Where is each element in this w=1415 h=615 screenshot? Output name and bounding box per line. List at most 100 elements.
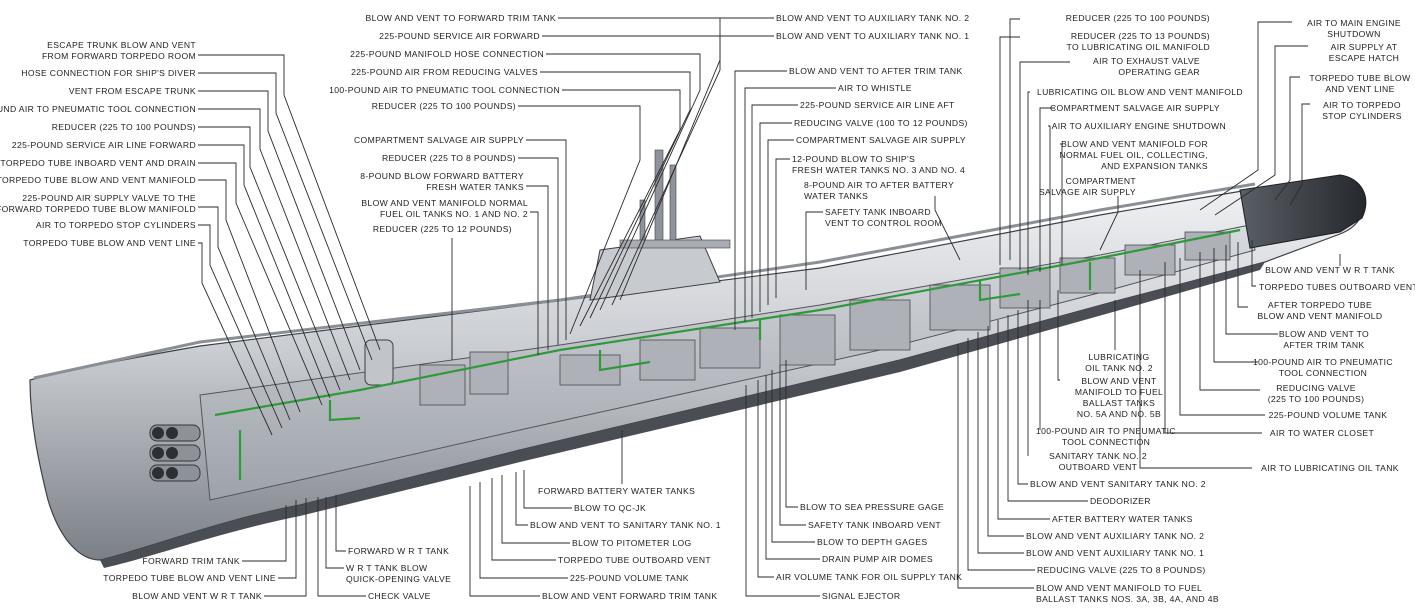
leader-line [934, 196, 961, 261]
leader-line [987, 326, 1024, 537]
leader-line [1007, 315, 1088, 502]
leader-line [759, 122, 792, 312]
callout-label: BLOW AND VENT TO SANITARY TANK NO. 1 [530, 520, 721, 530]
callout-label: SAFETY TANK INBOARD VENT [808, 520, 942, 530]
leader-line [967, 338, 1035, 571]
callout-label: TORPEDO TUBE BLOW AND VENT LINE [103, 573, 276, 583]
callout-label: 225-POUND AIR FROM REDUCING VALVES [351, 67, 538, 77]
leader-line [775, 158, 790, 298]
bow-torpedo-tubes [149, 424, 201, 482]
leader-line [757, 380, 774, 578]
callout-label: BLOW AND VENT FORWARD TRIM TANK [542, 591, 718, 601]
callout-label: TORPEDO TUBE BLOW AND VENT MANIFOLD [0, 175, 196, 185]
callout-label: AIR VOLUME TANK FOR OIL SUPPLY TANK [776, 572, 963, 582]
callout-label: BLOW TO SEA PRESSURE GAGE [800, 502, 945, 512]
leader-line [198, 54, 381, 351]
leader-line [518, 105, 641, 335]
leader-line [198, 126, 341, 391]
callout-label: 225-POUND VOLUME TANK [570, 573, 689, 583]
leader-line [542, 35, 721, 306]
leader-line [744, 87, 836, 322]
leader-line [198, 144, 331, 399]
leader-line [198, 72, 373, 361]
callout-label: TORPEDO TUBE OUTBOARD VENT [558, 555, 711, 565]
leader-line [1289, 103, 1310, 206]
leader-line [1099, 196, 1119, 251]
air-lines [214, 228, 1241, 480]
leader-line [1139, 270, 1252, 469]
leader-line [1225, 245, 1278, 335]
callout-label: DEODORIZER [1090, 496, 1151, 506]
leader-line [1213, 248, 1258, 363]
leader-line [1039, 107, 1055, 272]
callout-label: FORWARD TRIM TANK [142, 556, 240, 566]
callout-label: BLOW AND VENT TO AFTER TRIM TANK [789, 66, 963, 76]
leader-line [997, 320, 1050, 520]
leader-line [278, 500, 297, 579]
callout-label: REDUCER (225 TO 100 POUNDS) [51, 122, 196, 132]
leader-line [198, 242, 273, 436]
leader-line [479, 482, 568, 579]
leader-line [198, 179, 301, 413]
leader-line [501, 475, 570, 544]
leader-line [779, 365, 806, 526]
callout-label: BLOW AND VENT TO AUXILIARY TANK NO. 2 [776, 13, 970, 23]
callout-label: HOSE CONNECTION FOR SHIP'S DIVER [21, 68, 196, 78]
callout-label: 225-POUND SERVICE AIR FORWARD [379, 31, 540, 41]
callout-label: 100-POUND AIR TO PNEUMATIC TOOL CONNECTI… [0, 104, 196, 114]
callout-label: BLOW AND VENT W R T TANK [1265, 265, 1395, 275]
leader-line [1019, 61, 1070, 270]
leader-line [518, 157, 559, 345]
leader-line [562, 89, 681, 327]
leader-line [530, 211, 539, 355]
callout-label: COMPARTMENT SALVAGE AIR SUPPLY [353, 135, 524, 145]
leader-line [198, 90, 361, 371]
leader-line [1179, 258, 1265, 416]
callout-label: TORPEDO TUBE INBOARD VENT AND DRAIN [0, 158, 196, 168]
leader-line [523, 470, 572, 509]
callout-label: 225-POUND MANIFOLD HOSE CONNECTION [350, 49, 544, 59]
leader-line [734, 70, 787, 330]
callout-label: BLOW TO PITOMETER LOG [572, 538, 692, 548]
leader-line [515, 472, 528, 526]
callout-label: BLOW AND VENT TO AUXILIARY TANK NO. 1 [776, 31, 970, 41]
callout-label: VENT FROM ESCAPE TRUNK [68, 86, 196, 96]
callout-label: 225-POUND SERVICE AIR LINE AFT [800, 100, 955, 110]
callout-label: BLOW AND VENT TO FORWARD TRIM TANK [365, 13, 556, 23]
leader-line [1251, 240, 1256, 287]
callout-label: COMPARTMENT SALVAGE AIR SUPPLY [796, 135, 967, 145]
callout-label: BLOW AND VENT AUXILIARY TANK NO. 1 [1026, 548, 1205, 558]
callout-label: AIR TO LUBRICATING OIL TANK [1261, 463, 1399, 473]
callout-label: LUBRICATING OIL BLOW AND VENT MANIFOLD [1036, 87, 1243, 97]
leader-line [805, 211, 823, 290]
leader-line [1274, 76, 1300, 201]
callout-label: REDUCER (225 TO 12 POUNDS) [372, 224, 512, 234]
leader-line [526, 185, 549, 350]
callout-label: FORWARD W R T TANK [348, 546, 450, 556]
leader-line [325, 497, 344, 569]
leader-line [999, 36, 1020, 265]
callout-label: REDUCING VALVE(225 TO 100 POUNDS) [1267, 383, 1365, 404]
callout-label: SIGNAL EJECTOR [822, 591, 901, 601]
callout-label: AIR TO TORPEDO STOP CYLINDERS [35, 220, 196, 230]
callout-label: 225-POUND VOLUME TANK [1268, 410, 1388, 420]
leader-line [751, 104, 798, 318]
leader-line [526, 139, 567, 340]
callout-label: BLOW AND VENT W R T TANK [132, 591, 262, 601]
leader-lines [198, 17, 1341, 597]
